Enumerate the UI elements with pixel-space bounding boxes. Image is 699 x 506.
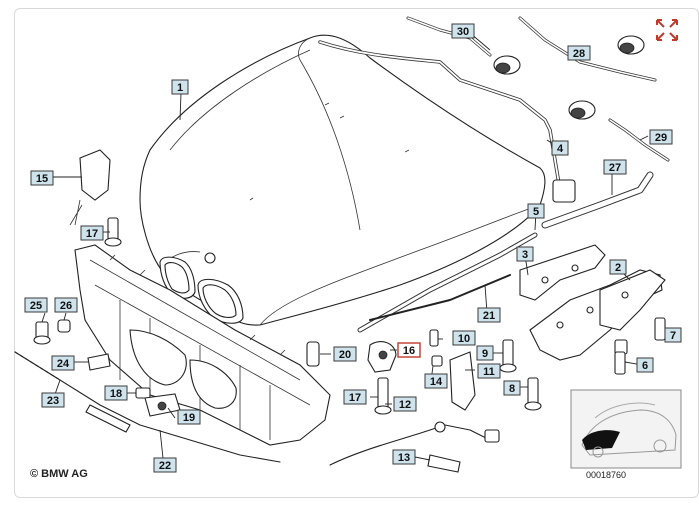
callout-label-17[interactable]: 17 [80,225,104,241]
callout-label-27[interactable]: 27 [603,159,627,175]
callout-label-text: 4 [557,143,564,155]
callout-label-13[interactable]: 13 [392,449,416,465]
callout-label-text: 8 [509,383,515,395]
diagram-reference-number: 00018760 [586,470,627,480]
callout-label-text: 25 [30,300,42,312]
hood-part [139,34,546,326]
callout-label-text: 20 [339,349,351,361]
callout-label-5[interactable]: 5 [527,203,545,219]
callout-label-7[interactable]: 7 [664,327,682,343]
callout-label-17[interactable]: 17 [343,389,367,405]
callout-label-text: 3 [522,249,528,261]
callout-label-9[interactable]: 9 [476,345,494,361]
callout-label-text: 17 [349,392,361,404]
fasteners [14,149,666,473]
callout-label-text: 16 [403,345,415,357]
callout-label-text: 5 [533,206,539,218]
callout-label-text: 14 [430,376,443,388]
callout-label-28[interactable]: 28 [567,45,591,61]
callout-label-text: 10 [458,333,470,345]
callout-label-text: 11 [483,366,495,378]
callout-label-20[interactable]: 20 [333,346,357,362]
callout-label-text: 12 [399,399,411,411]
callout-label-3[interactable]: 3 [516,246,534,262]
callout-label-text: 23 [47,395,59,407]
callout-label-1[interactable]: 1 [171,79,189,95]
callout-label-6[interactable]: 6 [636,357,654,373]
callout-label-18[interactable]: 18 [104,385,128,401]
callout-label-19[interactable]: 19 [177,409,201,425]
callout-label-text: 17 [86,228,98,240]
callout-label-text: 22 [159,460,171,472]
callout-label-10[interactable]: 10 [452,330,476,346]
callout-label-26[interactable]: 26 [54,297,78,313]
callout-label-21[interactable]: 21 [477,307,501,323]
seal-clips [493,35,645,203]
callout-label-23[interactable]: 23 [41,392,65,408]
callout-label-text: 24 [57,358,70,370]
expand-arrows-icon[interactable] [655,18,679,42]
callout-label-25[interactable]: 25 [24,297,48,313]
callout-label-text: 29 [655,132,667,144]
callout-label-24[interactable]: 24 [51,355,75,371]
callout-label-14[interactable]: 14 [424,373,448,389]
callout-label-text: 18 [110,388,122,400]
callout-label-2[interactable]: 2 [609,259,627,275]
callout-label-text: 1 [177,82,183,94]
callout-label-text: 2 [615,262,621,274]
callout-label-text: 13 [398,452,410,464]
hood-seals [318,16,670,333]
callout-label-16[interactable]: 16 [397,342,421,358]
copyright-text: © BMW AG [30,468,88,480]
callout-label-text: 15 [36,173,48,185]
callout-label-12[interactable]: 12 [393,396,417,412]
callout-label-text: 9 [482,348,488,360]
callout-label-4[interactable]: 4 [551,140,569,156]
callout-label-text: 7 [670,330,676,342]
callout-label-text: 30 [457,26,469,38]
callout-label-22[interactable]: 22 [153,457,177,473]
callout-label-29[interactable]: 29 [649,129,673,145]
vehicle-thumbnail [570,389,682,469]
callout-label-text: 27 [609,162,621,174]
hood-hinge [519,244,666,361]
callout-label-30[interactable]: 30 [451,23,475,39]
callout-label-11[interactable]: 11 [477,363,501,379]
callout-label-text: 21 [483,310,495,322]
front-support-frame [74,244,331,446]
callout-label-8[interactable]: 8 [503,380,521,396]
callout-label-text: 26 [60,300,72,312]
callout-label-text: 19 [183,412,195,424]
callout-label-text: 6 [642,360,648,372]
callout-label-text: 28 [573,48,585,60]
callout-label-15[interactable]: 15 [30,170,54,186]
